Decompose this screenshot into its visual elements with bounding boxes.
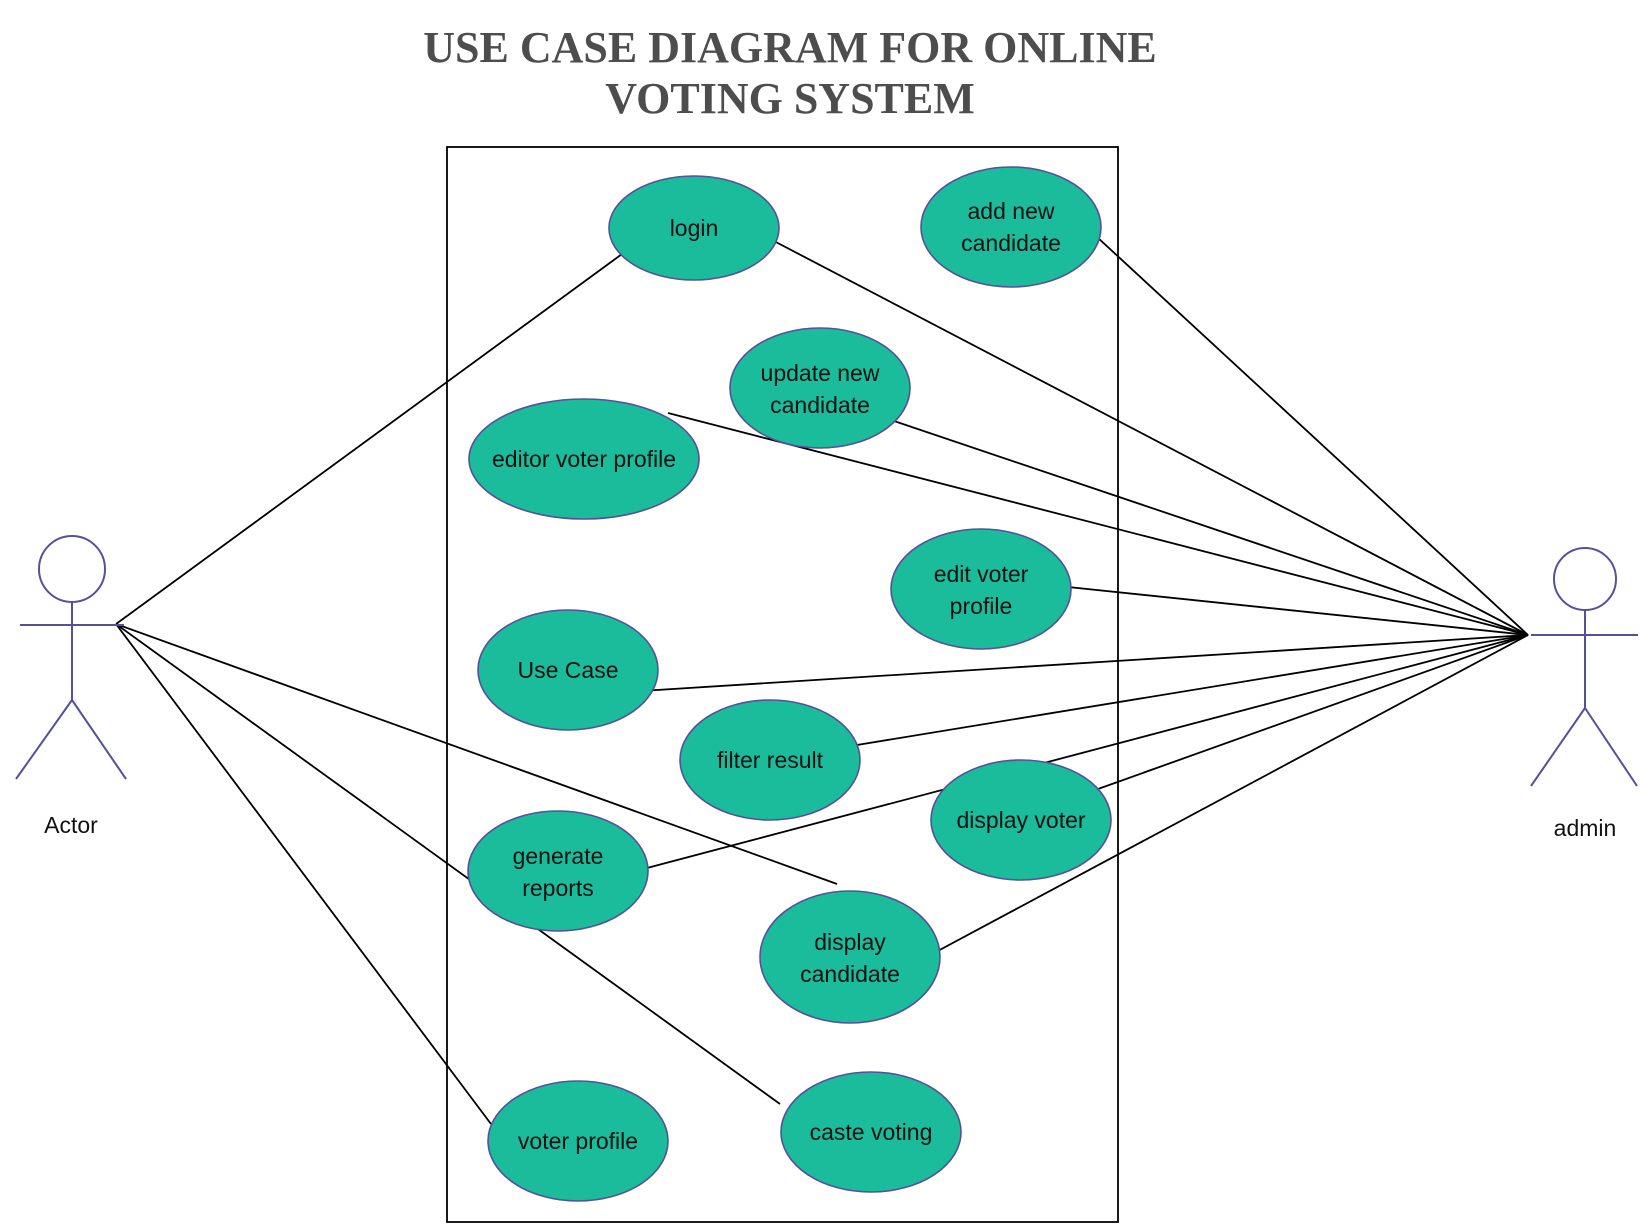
actor-right-leg-icon <box>1584 707 1638 787</box>
actor-right-leg-icon <box>71 699 127 780</box>
use-case-label: display voter <box>956 807 1085 833</box>
association-admin-update-new-candidate <box>893 420 1529 636</box>
association-actor-voter-profile <box>115 623 492 1125</box>
use-case-label: display <box>814 929 886 955</box>
use-case-filter-result[interactable]: filter result <box>679 699 861 821</box>
actor-user-label: Actor <box>44 812 98 838</box>
association-actor-caste-voting <box>115 623 781 1105</box>
actor-left-leg-icon <box>15 699 73 780</box>
actor-admin[interactable]: admin <box>1530 547 1638 841</box>
use-case-display-voter[interactable]: display voter <box>930 759 1112 881</box>
actor-head-icon <box>38 535 106 603</box>
association-admin-use-case <box>640 634 1529 692</box>
association-actor-display-candidate <box>115 623 838 885</box>
association-admin-display-candidate <box>933 634 1529 954</box>
use-case-label: add new <box>968 198 1055 224</box>
actor-head-icon <box>1553 547 1617 611</box>
association-admin-login <box>771 239 1529 636</box>
use-case-label: editor voter profile <box>492 446 676 472</box>
actor-left-leg-icon <box>1530 707 1586 787</box>
use-case-display-candidate[interactable]: display candidate <box>759 890 941 1024</box>
use-case-label: candidate <box>961 230 1061 256</box>
use-case-label: generate <box>513 843 604 869</box>
use-case-label: login <box>670 215 719 241</box>
use-case-label: update new <box>761 360 880 386</box>
diagram-title-line-1: USE CASE DIAGRAM FOR ONLINE <box>423 23 1156 72</box>
use-case-update-new-candidate[interactable]: update new candidate <box>729 327 911 449</box>
use-case-label: Use Case <box>518 657 619 683</box>
system-boundary <box>446 146 1119 1223</box>
use-case-label: edit voter <box>934 561 1029 587</box>
use-case-label: candidate <box>800 961 900 987</box>
use-case-label: reports <box>522 875 594 901</box>
association-admin-editor-voter-profile <box>667 412 1529 636</box>
use-case-editor-voter-profile[interactable]: editor voter profile <box>468 398 700 520</box>
use-case-label: filter result <box>717 747 824 773</box>
use-case-voter-profile[interactable]: voter profile <box>487 1080 669 1202</box>
use-case-add-new-candidate[interactable]: add new candidate <box>920 166 1102 288</box>
association-lines <box>115 236 1529 1125</box>
use-case-edit-voter-profile[interactable]: edit voter profile <box>890 528 1072 650</box>
association-admin-edit-voter-profile <box>1067 586 1529 636</box>
use-case-generate-reports[interactable]: generate reports <box>467 810 649 932</box>
use-case-label: profile <box>950 593 1013 619</box>
association-admin-filter-result <box>856 634 1529 746</box>
association-admin-generate-reports <box>646 634 1529 869</box>
actor-admin-label: admin <box>1554 815 1617 841</box>
use-case-use-case[interactable]: Use Case <box>477 609 659 731</box>
use-case-label: caste voting <box>810 1119 933 1145</box>
use-case-label: candidate <box>770 392 870 418</box>
use-case-caste-voting[interactable]: caste voting <box>780 1071 962 1193</box>
association-admin-add-new-candidate <box>1096 236 1529 636</box>
actor-user[interactable]: Actor <box>15 535 127 838</box>
association-actor-login <box>115 253 623 625</box>
use-case-label: voter profile <box>518 1128 638 1154</box>
association-admin-display-voter <box>1097 634 1529 790</box>
diagram-title-line-2: VOTING SYSTEM <box>605 74 975 123</box>
use-case-login[interactable]: login <box>608 175 780 281</box>
